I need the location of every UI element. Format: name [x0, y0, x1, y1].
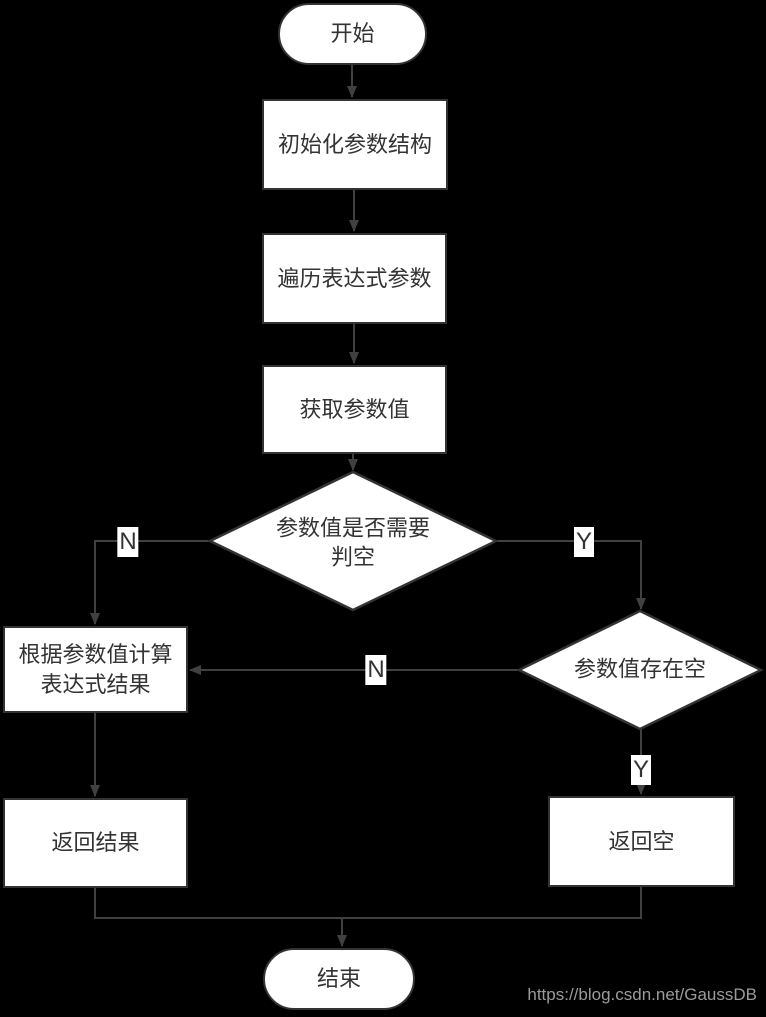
node-get-param-value-label: 获取参数值	[299, 396, 410, 422]
edge-decision1-no-to-calc	[90, 540, 210, 625]
edge-label-has-null-no: N	[365, 655, 387, 685]
node-calc-expression: 根据参数值计算表达式结果	[3, 626, 188, 713]
node-start-label: 开始	[330, 21, 375, 47]
edge-merge-line	[94, 887, 642, 919]
csdn-watermark: https://blog.csdn.net/GaussDB	[527, 985, 757, 1004]
node-end-label: 结束	[316, 966, 361, 992]
node-start: 开始	[278, 3, 427, 65]
decision-value-has-null-shape	[516, 609, 764, 731]
node-return-null-label: 返回空	[608, 828, 675, 854]
node-calc-expression-label: 根据参数值计算表达式结果	[18, 641, 173, 697]
decision-value-has-null-label: 参数值存在空	[573, 656, 706, 682]
node-init-params-label: 初始化参数结构	[277, 131, 432, 157]
node-iterate-params: 遍历表达式参数	[262, 233, 447, 324]
edge-decision1-yes-to-decision2	[496, 540, 646, 610]
decision-need-null-check-label: 参数值是否需要判空	[275, 515, 430, 569]
node-return-null: 返回空	[548, 796, 735, 887]
edge-label-need-check-yes: Y	[573, 527, 595, 557]
decision-need-null-check-shape	[207, 470, 499, 612]
node-return-result: 返回结果	[3, 798, 188, 888]
node-end: 结束	[263, 948, 415, 1010]
edge-label-need-check-no: N	[117, 527, 139, 557]
edge-label-has-null-yes: Y	[630, 755, 652, 785]
node-get-param-value: 获取参数值	[262, 365, 447, 454]
node-init-params: 初始化参数结构	[262, 99, 448, 190]
node-iterate-params-label: 遍历表达式参数	[277, 265, 432, 291]
node-return-result-label: 返回结果	[51, 830, 140, 856]
